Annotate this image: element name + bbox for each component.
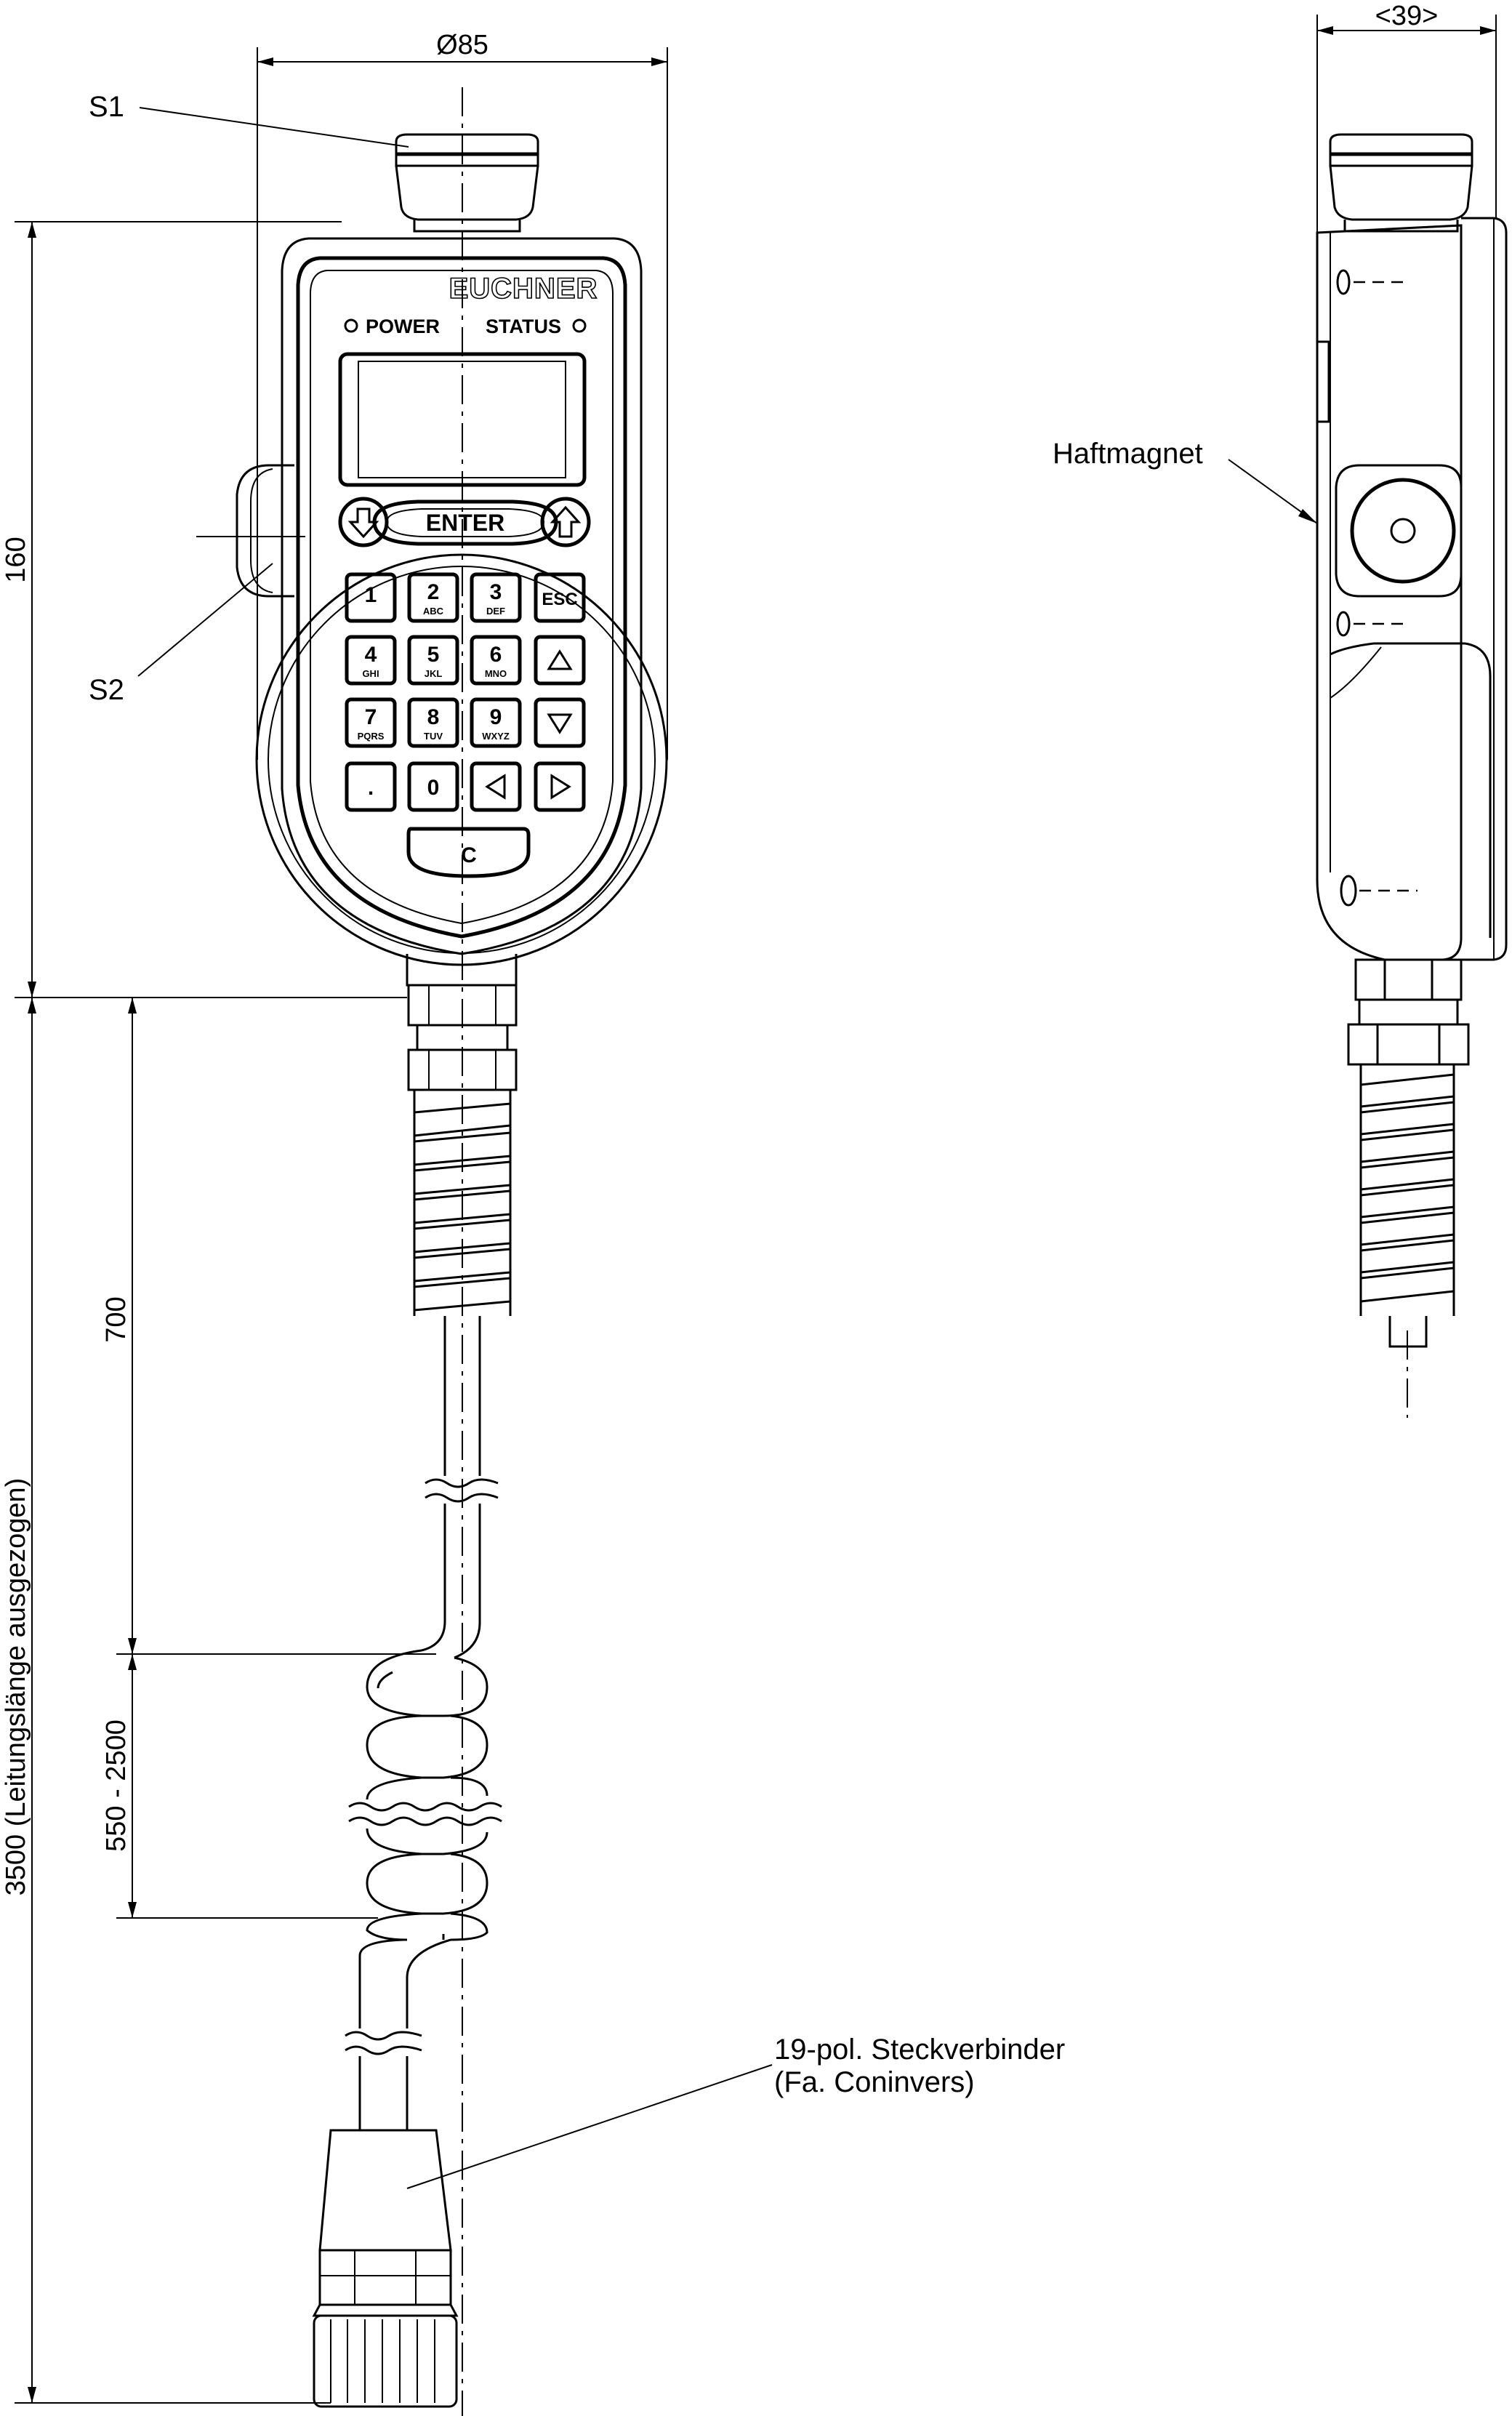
key-0: 0 <box>407 761 459 812</box>
arrow-up-icon <box>550 505 582 538</box>
power-label: POWER <box>366 316 440 337</box>
label-haftmagnet: Haftmagnet <box>1053 438 1203 470</box>
enter-key-row: ENTER <box>338 497 591 547</box>
svg-text:PQRS: PQRS <box>358 731 385 742</box>
key-8: 8 TUV <box>407 697 459 748</box>
svg-text:WXYZ: WXYZ <box>482 731 510 742</box>
connector-19pin <box>312 2129 459 2408</box>
keypad: 1 2 ABC 3 DEF ESC 4 GHI <box>345 572 586 878</box>
triangle-right-icon <box>550 774 571 800</box>
dim-cable-coil: 550 - 2500 <box>101 1719 132 1852</box>
key-5: 5 JKL <box>407 635 459 686</box>
key-3: 3 DEF <box>470 572 522 623</box>
dim-cable-total: 3500 (Leitungslänge ausgezogen) <box>1 1478 31 1896</box>
key-esc: ESC <box>534 572 586 623</box>
label-connector-line1: 19-pol. Steckverbinder <box>774 2034 1065 2066</box>
key-1: 1 <box>345 572 397 623</box>
cable-lower <box>345 2031 422 2130</box>
svg-text:ABC: ABC <box>423 606 444 617</box>
svg-text:C: C <box>461 843 477 867</box>
label-connector-line2: (Fa. Coninvers) <box>774 2066 975 2098</box>
svg-text:0: 0 <box>427 776 440 800</box>
stop-button-s1 <box>395 133 539 233</box>
dim-height-device: 160 <box>1 537 31 582</box>
key-4: 4 GHI <box>345 635 397 686</box>
svg-text:4: 4 <box>365 643 377 667</box>
key-clear: C <box>406 827 531 878</box>
front-view: EUCHNER POWER STATUS ENTER 1 <box>196 87 668 2416</box>
dim-width-side: <39> <box>1375 1 1439 31</box>
key-right <box>534 761 586 812</box>
label-s2: S2 <box>89 674 124 706</box>
key-9: 9 WXYZ <box>470 697 522 748</box>
svg-text:GHI: GHI <box>362 668 379 679</box>
key-down <box>534 697 586 748</box>
svg-text:ESC: ESC <box>542 590 577 609</box>
enter-label: ENTER <box>426 510 504 536</box>
key-7: 7 PQRS <box>345 697 397 748</box>
power-led-icon <box>344 318 358 333</box>
side-button-s2 <box>196 464 305 598</box>
dim-diameter: Ø85 <box>436 30 488 60</box>
key-left <box>470 761 522 812</box>
key-6: 6 MNO <box>470 635 522 686</box>
display-screen <box>338 352 587 487</box>
status-led-icon <box>572 318 587 333</box>
svg-text:.: . <box>368 776 374 800</box>
key-up <box>534 635 586 686</box>
arrow-down-key <box>338 497 389 547</box>
triangle-down-icon <box>547 713 573 734</box>
svg-text:9: 9 <box>490 705 502 729</box>
svg-text:6: 6 <box>490 643 502 667</box>
svg-text:2: 2 <box>427 580 440 604</box>
svg-text:5: 5 <box>427 643 440 667</box>
label-s1: S1 <box>89 91 124 123</box>
cable-straight <box>421 1316 499 1659</box>
magnet-knob <box>1335 464 1463 598</box>
status-label: STATUS <box>486 316 561 337</box>
key-dot: . <box>345 761 397 812</box>
triangle-up-icon <box>547 649 573 670</box>
svg-text:TUV: TUV <box>424 731 443 742</box>
coiled-cable <box>348 1649 502 2028</box>
svg-text:1: 1 <box>365 583 377 607</box>
arrow-up-key <box>540 497 591 547</box>
side-view <box>1316 133 1508 1418</box>
svg-text:7: 7 <box>365 705 377 729</box>
arrow-down-icon <box>347 507 379 539</box>
callouts: S1 S2 Haftmagnet 19-pol. Steckverbinder … <box>89 91 1318 2189</box>
triangle-left-icon <box>485 774 506 800</box>
brand-logo: EUCHNER <box>449 273 598 305</box>
key-2: 2 ABC <box>407 572 459 623</box>
svg-text:MNO: MNO <box>485 668 507 679</box>
svg-text:8: 8 <box>427 705 440 729</box>
svg-text:DEF: DEF <box>486 606 505 617</box>
svg-text:3: 3 <box>490 580 502 604</box>
dim-cable-straight: 700 <box>101 1296 132 1342</box>
svg-text:JKL: JKL <box>425 668 443 679</box>
